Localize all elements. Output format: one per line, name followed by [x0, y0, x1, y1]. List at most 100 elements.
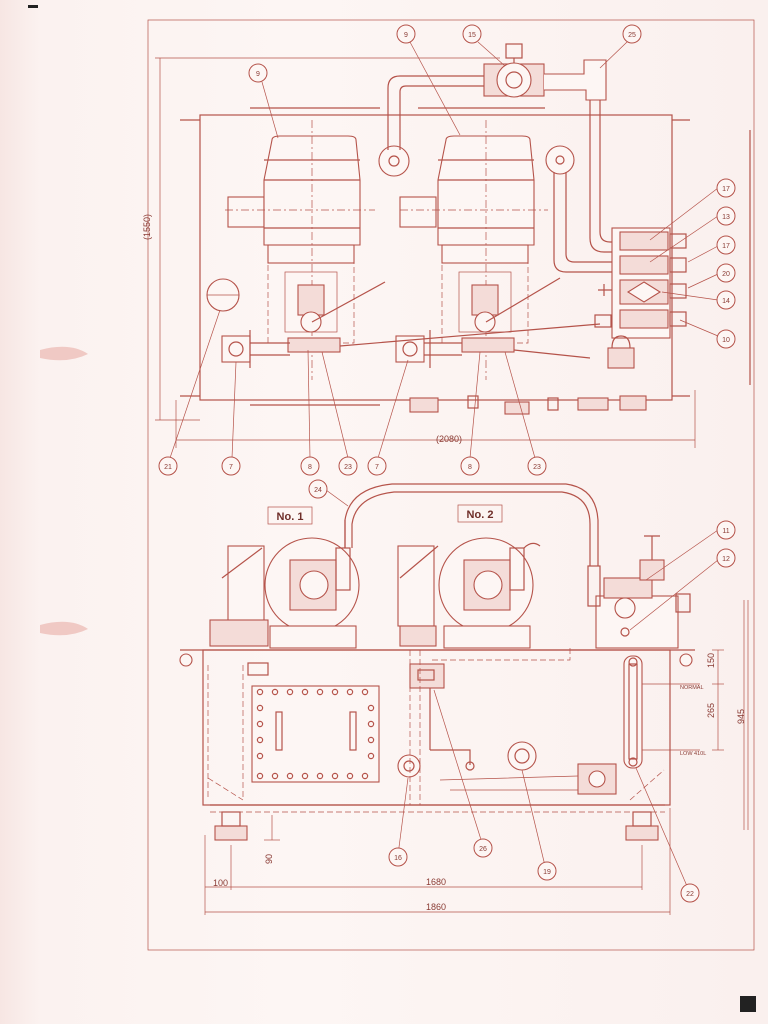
- dim-2080: (2080): [436, 434, 462, 444]
- cover-bolts: [256, 688, 375, 780]
- svg-text:12: 12: [722, 556, 730, 563]
- manifold-front: [587, 535, 691, 649]
- svg-text:14: 14: [722, 298, 730, 305]
- scan-mark: [28, 5, 38, 8]
- cover-bolt: [256, 772, 264, 780]
- svg-text:19: 19: [543, 869, 551, 876]
- callout-leaders-front: [325, 489, 719, 894]
- motor-pump-unit-2: [397, 537, 534, 649]
- callout-24: 24: [308, 479, 328, 499]
- svg-text:8: 8: [468, 464, 472, 471]
- callout-21: 21: [158, 456, 178, 476]
- bottom-fittings-top: [409, 395, 647, 415]
- cover-bolt: [301, 772, 309, 780]
- callout-26: 26: [473, 838, 493, 858]
- svg-text:11: 11: [722, 528, 729, 535]
- pipe-return-top: [378, 75, 492, 177]
- cover-bolt: [367, 720, 375, 728]
- svg-text:26: 26: [479, 846, 487, 853]
- binder-hole: [40, 346, 88, 361]
- cleanout-cover: [251, 685, 380, 783]
- tank-feet: [214, 811, 659, 841]
- dim-1550: (1550): [142, 214, 152, 240]
- dim-265: 265: [706, 703, 716, 718]
- svg-text:13: 13: [722, 214, 730, 221]
- callout-17: 17: [716, 178, 736, 198]
- level-gauge-22: NORMAL LOW 410L: [623, 655, 706, 769]
- callout-13: 13: [716, 206, 736, 226]
- cover-bolt: [301, 688, 309, 696]
- pressure-pipe-24: [344, 483, 599, 566]
- cover-bolt: [367, 736, 375, 744]
- svg-text:7: 7: [229, 464, 233, 471]
- svg-text:23: 23: [344, 464, 352, 471]
- manifold-stack-top: [594, 227, 687, 369]
- cover-bolt: [361, 772, 369, 780]
- callout-9: 9: [248, 63, 268, 83]
- callout-19: 19: [537, 861, 557, 881]
- cover-bolt: [256, 736, 264, 744]
- cover-bolt: [256, 704, 264, 712]
- dim-150: 150: [706, 653, 716, 668]
- binder-hole: [40, 621, 88, 636]
- lifting-lug: [679, 653, 693, 667]
- svg-text:22: 22: [686, 891, 694, 898]
- motor-1-top: [225, 120, 386, 380]
- svg-text:24: 24: [314, 487, 322, 494]
- front-view: NORMAL LOW 410L 150 265 945 100 1680: [179, 483, 749, 915]
- callout-7: 7: [367, 456, 387, 476]
- callout-15: 15: [462, 24, 482, 44]
- cover-bolt: [367, 704, 375, 712]
- callout-14: 14: [716, 290, 736, 310]
- callout-16: 16: [388, 847, 408, 867]
- cover-bolt: [271, 688, 279, 696]
- cover-bolt: [256, 752, 264, 760]
- unit-2-label-box: [457, 504, 503, 523]
- level-dimensions: 150 265 945: [706, 600, 749, 830]
- dim-100: 100: [213, 878, 228, 888]
- callout-17: 17: [716, 235, 736, 255]
- suction-assembly-2-top: [395, 330, 462, 368]
- cover-bolt: [286, 688, 294, 696]
- callout-9: 9: [396, 24, 416, 44]
- svg-text:20: 20: [722, 271, 730, 278]
- dim-945: 945: [736, 709, 746, 724]
- cover-bolt: [316, 772, 324, 780]
- callout-leaders-top: [169, 41, 719, 459]
- svg-text:17: 17: [722, 186, 730, 193]
- cover-bolt: [346, 772, 354, 780]
- top-view: (1550) (2080): [142, 41, 719, 459]
- svg-text:15: 15: [468, 32, 476, 39]
- level-normal-label: NORMAL: [680, 685, 704, 691]
- callout-11: 11: [716, 520, 736, 540]
- pressure-lines-top: [339, 323, 601, 359]
- svg-text:25: 25: [628, 32, 636, 39]
- svg-text:17: 17: [722, 243, 730, 250]
- svg-text:21: 21: [164, 464, 172, 471]
- unit-1-label: No. 1: [277, 511, 304, 523]
- suction-assembly-1-top: [221, 330, 290, 368]
- cover-bolt: [367, 752, 375, 760]
- svg-text:16: 16: [394, 855, 402, 862]
- drawing-border: [147, 19, 755, 951]
- callout-20: 20: [716, 263, 736, 283]
- unit-1-label-box: [267, 506, 313, 525]
- front-fittings: [397, 648, 617, 805]
- pipe-25-top: [544, 59, 618, 273]
- cover-bolt: [286, 772, 294, 780]
- cover-bolt: [331, 772, 339, 780]
- bottom-dimensions: 100 1680 1860 90: [204, 808, 671, 915]
- svg-text:9: 9: [256, 71, 260, 78]
- cover-bolt: [256, 688, 264, 696]
- valve-15-top: [483, 43, 545, 98]
- cover-bolt: [361, 688, 369, 696]
- svg-text:9: 9: [404, 32, 408, 39]
- svg-text:7: 7: [375, 464, 379, 471]
- callout-25: 25: [622, 24, 642, 44]
- cover-bolt: [316, 688, 324, 696]
- dim-1680: 1680: [426, 877, 446, 887]
- callout-22: 22: [680, 883, 700, 903]
- motor-pump-unit-1: [209, 520, 360, 649]
